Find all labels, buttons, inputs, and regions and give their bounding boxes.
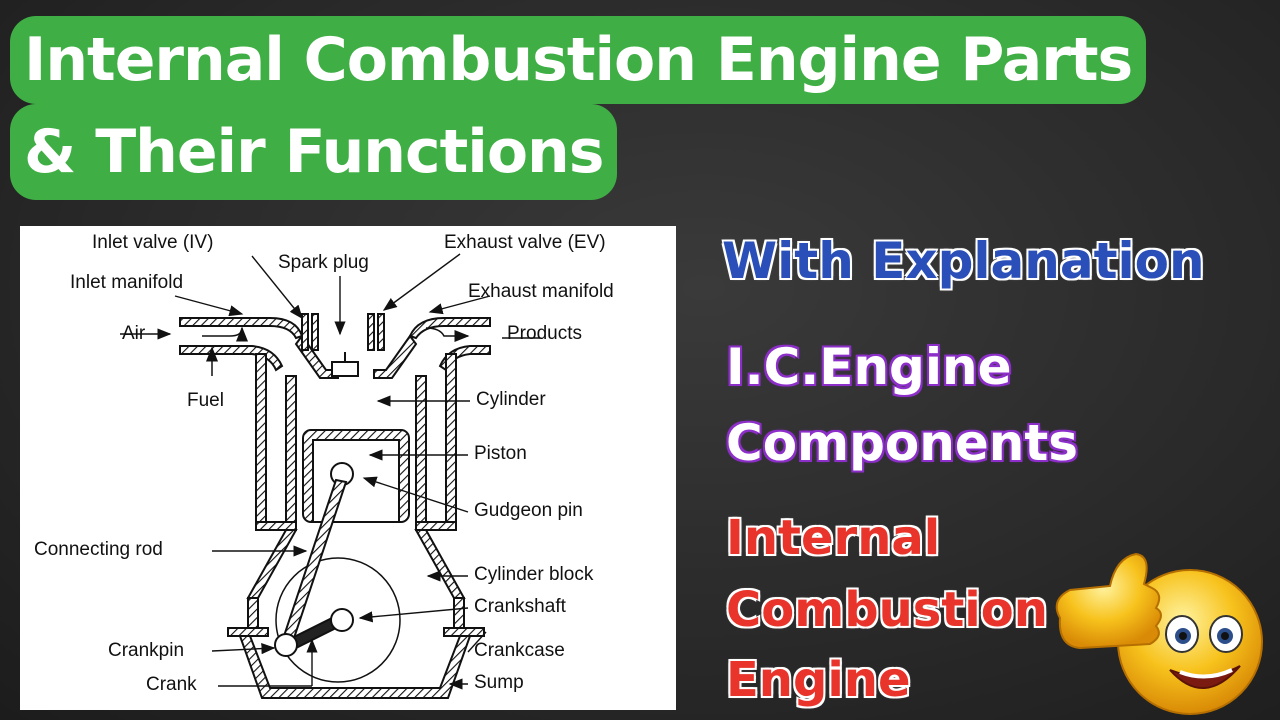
label-connecting-rod: Connecting rod	[34, 539, 163, 560]
label-cylinder: Cylinder	[476, 389, 546, 410]
engine-diagram-drawing	[120, 253, 540, 699]
label-inlet-valve: Inlet valve (IV)	[92, 232, 214, 253]
label-cylinder-block: Cylinder block	[474, 564, 594, 585]
engine-text: Engine	[726, 652, 911, 708]
components-text: Components	[726, 414, 1079, 472]
label-products: Products	[507, 323, 582, 344]
label-exhaust-manifold: Exhaust manifold	[468, 281, 614, 302]
with-explanation-text: With Explanation	[721, 231, 1206, 291]
label-inlet-manifold: Inlet manifold	[70, 272, 184, 293]
label-piston: Piston	[474, 443, 527, 464]
title-line-2: & Their Functions	[10, 104, 618, 200]
label-spark-plug: Spark plug	[278, 252, 369, 273]
combustion-text: Combustion	[726, 582, 1048, 638]
engine-diagram: Inlet valve (IV) Spark plug Exhaust valv…	[20, 226, 676, 710]
ic-engine-text: I.C.Engine	[726, 338, 1012, 396]
label-crank: Crank	[146, 674, 197, 695]
label-sump: Sump	[474, 672, 524, 693]
label-fuel: Fuel	[187, 390, 224, 411]
title-line-1: Internal Combustion Engine Parts	[10, 16, 1147, 104]
internal-text: Internal	[726, 510, 941, 566]
label-crankshaft: Crankshaft	[474, 596, 566, 617]
thumbs-up-smiley-icon	[1055, 552, 1263, 715]
label-gudgeon-pin: Gudgeon pin	[474, 500, 583, 521]
label-exhaust-valve: Exhaust valve (EV)	[444, 232, 606, 253]
label-crankpin: Crankpin	[108, 640, 185, 661]
label-air: Air	[122, 323, 146, 344]
label-crankcase: Crankcase	[474, 640, 565, 661]
